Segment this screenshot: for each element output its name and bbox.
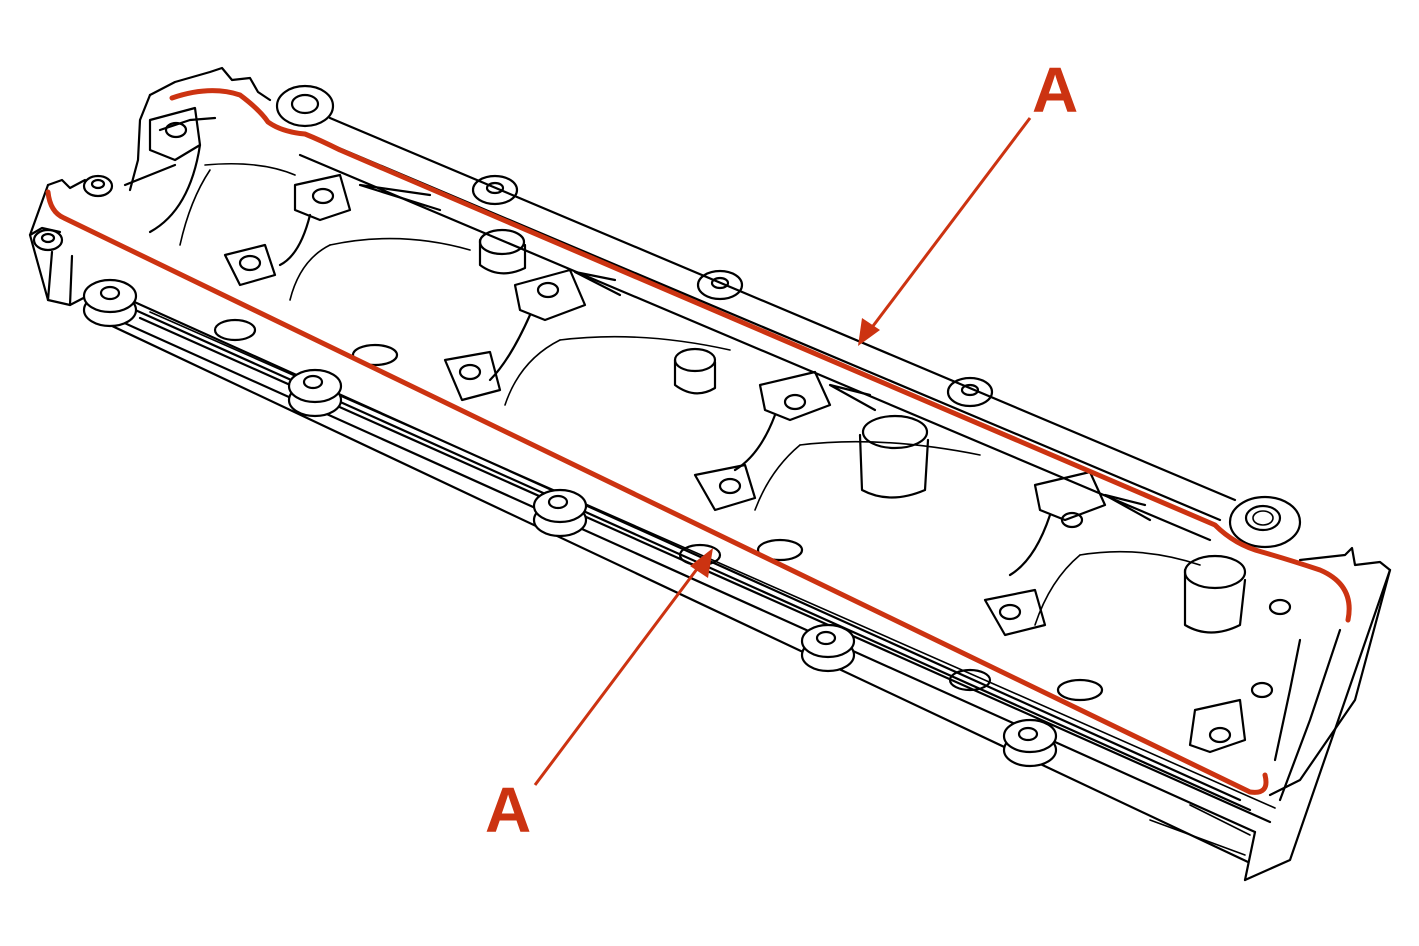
lower-flange-bosses: [32, 174, 1058, 768]
towers: [478, 228, 1247, 634]
sealant-beads: [45, 88, 1352, 795]
callout-label-upper: A: [1032, 54, 1078, 126]
underside-lugs: [213, 318, 1251, 856]
lower-sealant-bead: [45, 189, 1269, 795]
bay-outlines: [179, 162, 1201, 626]
callout-leaders: [533, 117, 1032, 786]
callout-leader-upper: [868, 117, 1032, 331]
callout-label-lower: A: [485, 774, 531, 846]
callout-labels: A A: [485, 54, 1078, 846]
bearing-saddles: [148, 106, 1292, 754]
callout-leader-lower: [533, 564, 702, 786]
arrowhead-lower-icon: [690, 548, 713, 578]
casting-line-art: [28, 66, 1392, 882]
upper-sealant-bead: [169, 88, 1352, 623]
arrowhead-upper-icon: [858, 318, 880, 346]
